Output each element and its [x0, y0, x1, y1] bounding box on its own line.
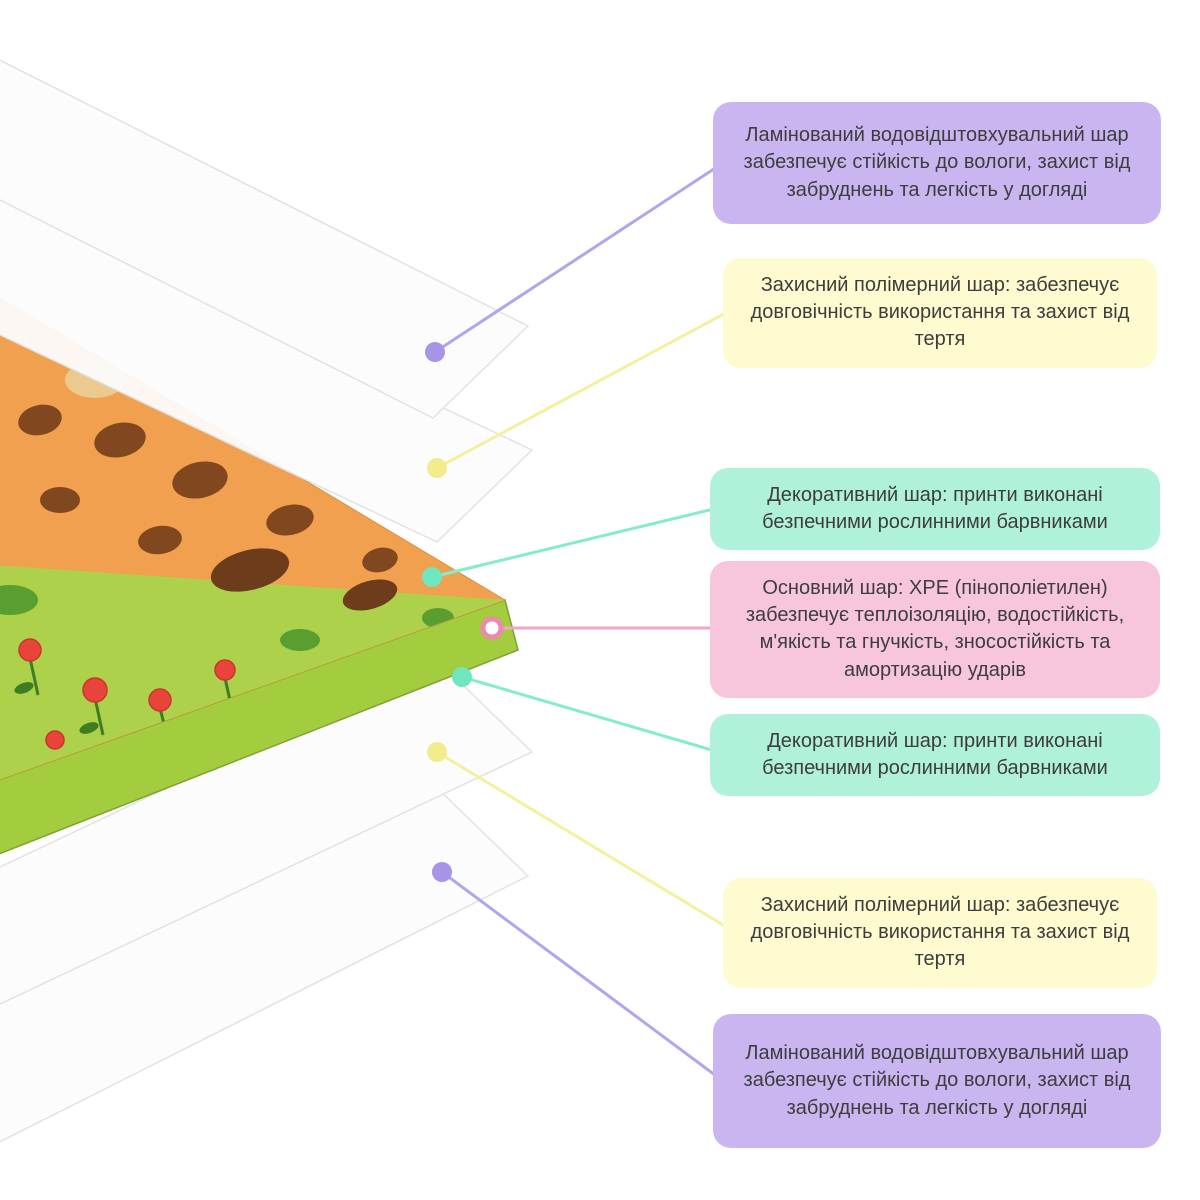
callout-text-protective-top: Захисний полімерний шар: забезпечує довг…: [750, 274, 1130, 351]
callout-laminated-layer-bottom: Ламінований водовідштовхувальний шар заб…: [713, 1014, 1161, 1148]
layer-dot-protective-top: [427, 458, 447, 478]
layer-dot-laminated-top: [425, 342, 445, 362]
callout-protective-layer-top: Захисний полімерний шар: забезпечує довг…: [723, 258, 1157, 368]
layer-dots: [422, 342, 504, 882]
connector-line-decorative-bot: [461, 675, 723, 755]
giraffe-spots: [18, 404, 398, 573]
callout-text-laminated-top: Ламінований водовідштовхувальний шар заб…: [743, 124, 1131, 201]
connector-lines: [431, 161, 734, 1083]
giraffe-dark-patches: [210, 548, 398, 611]
layer-dot-protective-bot: [427, 742, 447, 762]
layer-dot-decorative-bot: [452, 667, 472, 687]
callout-text-core: Основний шар: XPE (пінополіетилен) забез…: [745, 577, 1125, 681]
white-sheet-top-1: [0, 59, 530, 419]
bottom-sheets: [0, 659, 534, 1143]
layer-dot-core: [480, 616, 504, 640]
callout-text-decorative-bottom: Декоративний шар: принти виконані безпеч…: [762, 730, 1108, 780]
callout-text-protective-bottom: Захисний полімерний шар: забезпечує довг…: [750, 894, 1130, 971]
layer-dot-laminated-bot: [432, 862, 452, 882]
mat-print-artwork: [0, 362, 505, 808]
white-sheet-bottom-2: [0, 783, 530, 1143]
connector-line-protective-top: [436, 307, 734, 470]
connector-line-protective-bot: [436, 750, 734, 933]
callout-protective-layer-bottom: Захисний полімерний шар: забезпечує довг…: [723, 878, 1157, 988]
top-sheets: [0, 59, 534, 543]
callout-decorative-layer-top: Декоративний шар: принти виконані безпеч…: [710, 468, 1160, 551]
connector-line-decorative-top: [431, 505, 723, 579]
callout-text-laminated-bottom: Ламінований водовідштовхувальний шар заб…: [743, 1042, 1131, 1119]
connector-line-laminated-bot: [441, 870, 724, 1083]
layer-dot-decorative-top: [422, 567, 442, 587]
white-sheet-bottom-1: [0, 659, 534, 1005]
mat-grass-area: [0, 560, 505, 808]
callout-core-layer-xpe: Основний шар: XPE (пінополіетилен) забез…: [710, 561, 1160, 698]
callout-text-decorative-top: Декоративний шар: принти виконані безпеч…: [762, 484, 1108, 534]
callout-decorative-layer-bottom: Декоративний шар: принти виконані безпеч…: [710, 714, 1160, 797]
printed-mat: [0, 297, 519, 855]
callout-laminated-layer-top: Ламінований водовідштовхувальний шар заб…: [713, 102, 1161, 224]
connector-line-laminated-top: [434, 161, 724, 354]
